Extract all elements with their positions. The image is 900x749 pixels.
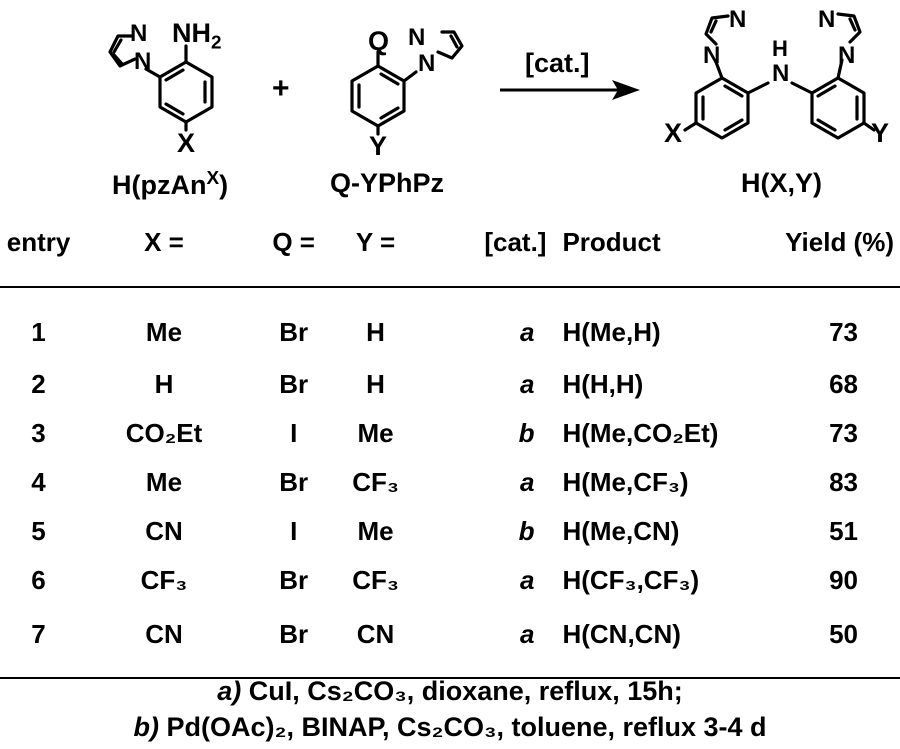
cell-catalyst: a <box>519 565 535 595</box>
cell-yield: 73 <box>829 316 858 347</box>
arrow-catalyst-label: [cat.] <box>525 48 590 78</box>
cell-q: Br <box>279 565 309 595</box>
cell-x: CF₃ <box>140 565 188 595</box>
cell-yield: 73 <box>829 418 858 448</box>
cell-x: Me <box>145 467 183 497</box>
reactant1-pyrazole-ring <box>108 34 137 68</box>
header-catalyst: [cat.] <box>484 226 547 257</box>
cell-x: H <box>154 369 174 399</box>
cell-x: CO₂Et <box>125 418 203 448</box>
product-pyrazole-n-right-1: N <box>818 6 836 33</box>
product-bridge-h: H <box>772 36 788 61</box>
cell-y: H <box>366 369 385 399</box>
table-row: 3 CO₂Et I Me b H(Me,CO₂Et) 73 <box>0 409 900 458</box>
cell-q: Br <box>279 618 309 649</box>
header-x: X = <box>144 226 184 257</box>
table-row: 4 Me Br CF₃ a H(Me,CF₃) 83 <box>0 458 900 507</box>
cell-y: Me <box>357 516 394 546</box>
product-label: H(X,Y) <box>741 168 822 198</box>
product-substituent-y: Y <box>871 118 890 148</box>
footnote-a: a) CuI, Cs₂CO₃, dioxane, reflux, 15h; <box>217 676 683 706</box>
cell-yield: 51 <box>829 516 858 546</box>
product-pyrazole-n-left-1: N <box>729 6 747 33</box>
cell-y: CF₃ <box>352 467 399 497</box>
reactant2-substituent-y: Y <box>369 131 388 161</box>
cell-entry: 1 <box>31 316 46 347</box>
reactant2-pyrazole-ring <box>436 30 464 60</box>
reactant1-pyrazole-n1: N <box>134 48 152 75</box>
cell-x: Me <box>145 316 183 347</box>
cell-q: Br <box>279 467 309 497</box>
cell-product: H(Me,CN) <box>562 516 680 546</box>
header-entry: entry <box>6 226 71 257</box>
cell-q: I <box>290 418 298 448</box>
reactant1-benzene-ring <box>144 44 214 132</box>
cell-q: Br <box>279 369 309 399</box>
reactant2-label: Q-YPhPz <box>330 168 445 198</box>
cell-product: H(CN,CN) <box>562 618 681 649</box>
cell-catalyst: a <box>519 467 535 497</box>
product-right-benzene-ring <box>790 58 876 140</box>
cell-yield: 83 <box>829 467 858 497</box>
cell-entry: 6 <box>31 565 46 595</box>
cell-x: CN <box>145 516 183 546</box>
cell-y: CN <box>356 618 395 649</box>
cell-entry: 7 <box>31 618 46 649</box>
reactant1-pyrazole-n2: N <box>130 20 148 47</box>
cell-y: CF₃ <box>352 565 399 595</box>
reactant1-substituent-x: X <box>177 128 196 158</box>
reactant1-label: H(pzAnX) <box>112 168 229 200</box>
header-y: Y = <box>355 226 396 257</box>
product-pyrazole-n-left-2: N <box>703 42 721 69</box>
cell-entry: 4 <box>31 467 46 497</box>
cell-y: Me <box>357 418 394 448</box>
cell-catalyst: b <box>518 516 535 546</box>
cell-catalyst: b <box>518 418 535 448</box>
table-row: 7 CN Br CN a H(CN,CN) 50 <box>0 605 900 678</box>
reactant2-pyrazole-n2: N <box>408 24 426 51</box>
cell-yield: 68 <box>829 369 858 399</box>
cell-q: Br <box>279 316 309 347</box>
product-left-benzene-ring <box>683 60 770 140</box>
footnote-b: b) Pd(OAc)₂, BINAP, Cs₂CO₃, toluene, ref… <box>133 712 767 742</box>
reaction-scheme <box>108 12 876 140</box>
product-pyrazole-n-right-2: N <box>838 42 856 69</box>
header-product: Product <box>562 226 661 257</box>
cell-product: H(CF₃,CF₃) <box>562 565 700 595</box>
header-q: Q = <box>272 226 315 257</box>
plus-sign: + <box>272 72 290 105</box>
cell-entry: 5 <box>31 516 46 546</box>
cell-q: I <box>290 516 298 546</box>
table-header-row: entry X = Q = Y = [cat.] Product Yield (… <box>0 208 900 287</box>
table-row: 6 CF₃ Br CF₃ a H(CF₃,CF₃) 90 <box>0 556 900 605</box>
cell-catalyst: a <box>519 369 535 399</box>
product-right-pyrazole-ring <box>836 12 862 44</box>
reactant1-nh2-label: NH2 <box>172 18 222 54</box>
product-substituent-x: X <box>664 118 683 148</box>
reactant2-pyrazole-n1: N <box>418 50 436 77</box>
product-bridge-n: N <box>772 60 790 87</box>
cell-x: CN <box>145 618 183 649</box>
cell-catalyst: a <box>519 316 535 347</box>
product-left-pyrazole-ring <box>704 14 730 46</box>
reactant2-substituent-q: Q <box>368 26 390 56</box>
header-yield: Yield (%) <box>785 226 894 257</box>
reactant2-benzene-ring <box>350 50 418 136</box>
cell-entry: 2 <box>31 369 46 399</box>
cell-product: H(H,H) <box>562 369 644 399</box>
cell-product: H(Me,CF₃) <box>562 467 689 497</box>
reaction-arrow <box>500 80 640 100</box>
cell-y: H <box>366 316 385 347</box>
results-table: entry X = Q = Y = [cat.] Product Yield (… <box>0 208 900 679</box>
table-row: 5 CN I Me b H(Me,CN) 51 <box>0 507 900 556</box>
cell-product: H(Me,CO₂Et) <box>562 418 719 448</box>
cell-entry: 3 <box>31 418 46 448</box>
cell-yield: 50 <box>829 618 858 649</box>
cell-product: H(Me,H) <box>562 316 661 347</box>
cell-catalyst: a <box>519 618 535 649</box>
cell-yield: 90 <box>829 565 858 595</box>
